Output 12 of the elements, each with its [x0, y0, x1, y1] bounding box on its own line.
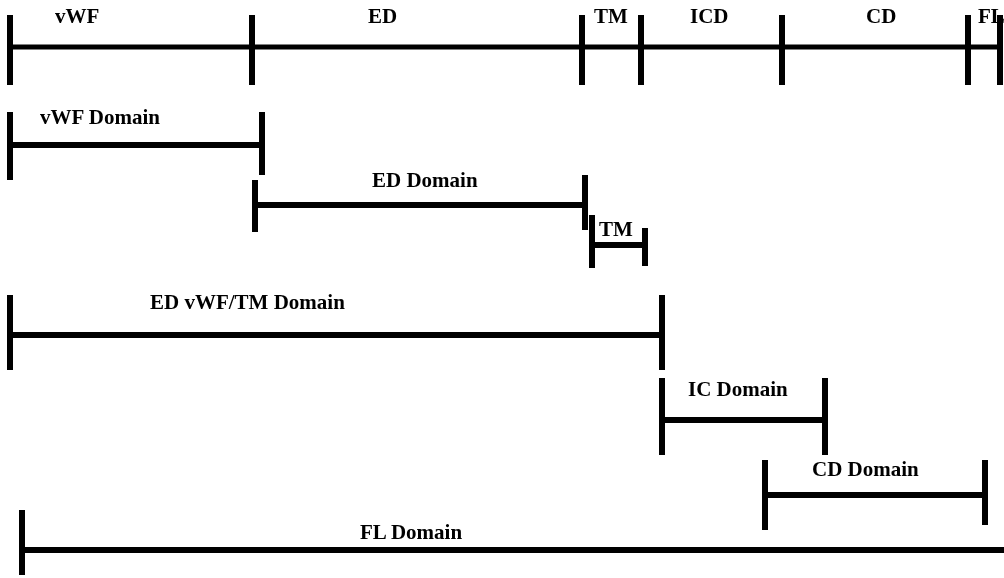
domain-label: IC Domain	[688, 377, 788, 401]
domain-label: ICD	[690, 4, 729, 28]
domain-label: CD Domain	[812, 457, 919, 481]
domain-label: ED Domain	[372, 168, 478, 192]
domain-label: ED	[368, 4, 398, 28]
domain-label: ED vWF/TM Domain	[150, 290, 345, 314]
domain-label: vWF Domain	[40, 105, 160, 129]
domain-label: FL Domain	[360, 520, 463, 544]
domain-label: CD	[866, 4, 897, 28]
domain-label: TM	[599, 217, 633, 241]
domain-label: TM	[594, 4, 628, 28]
domain-label: vWF	[55, 4, 100, 28]
